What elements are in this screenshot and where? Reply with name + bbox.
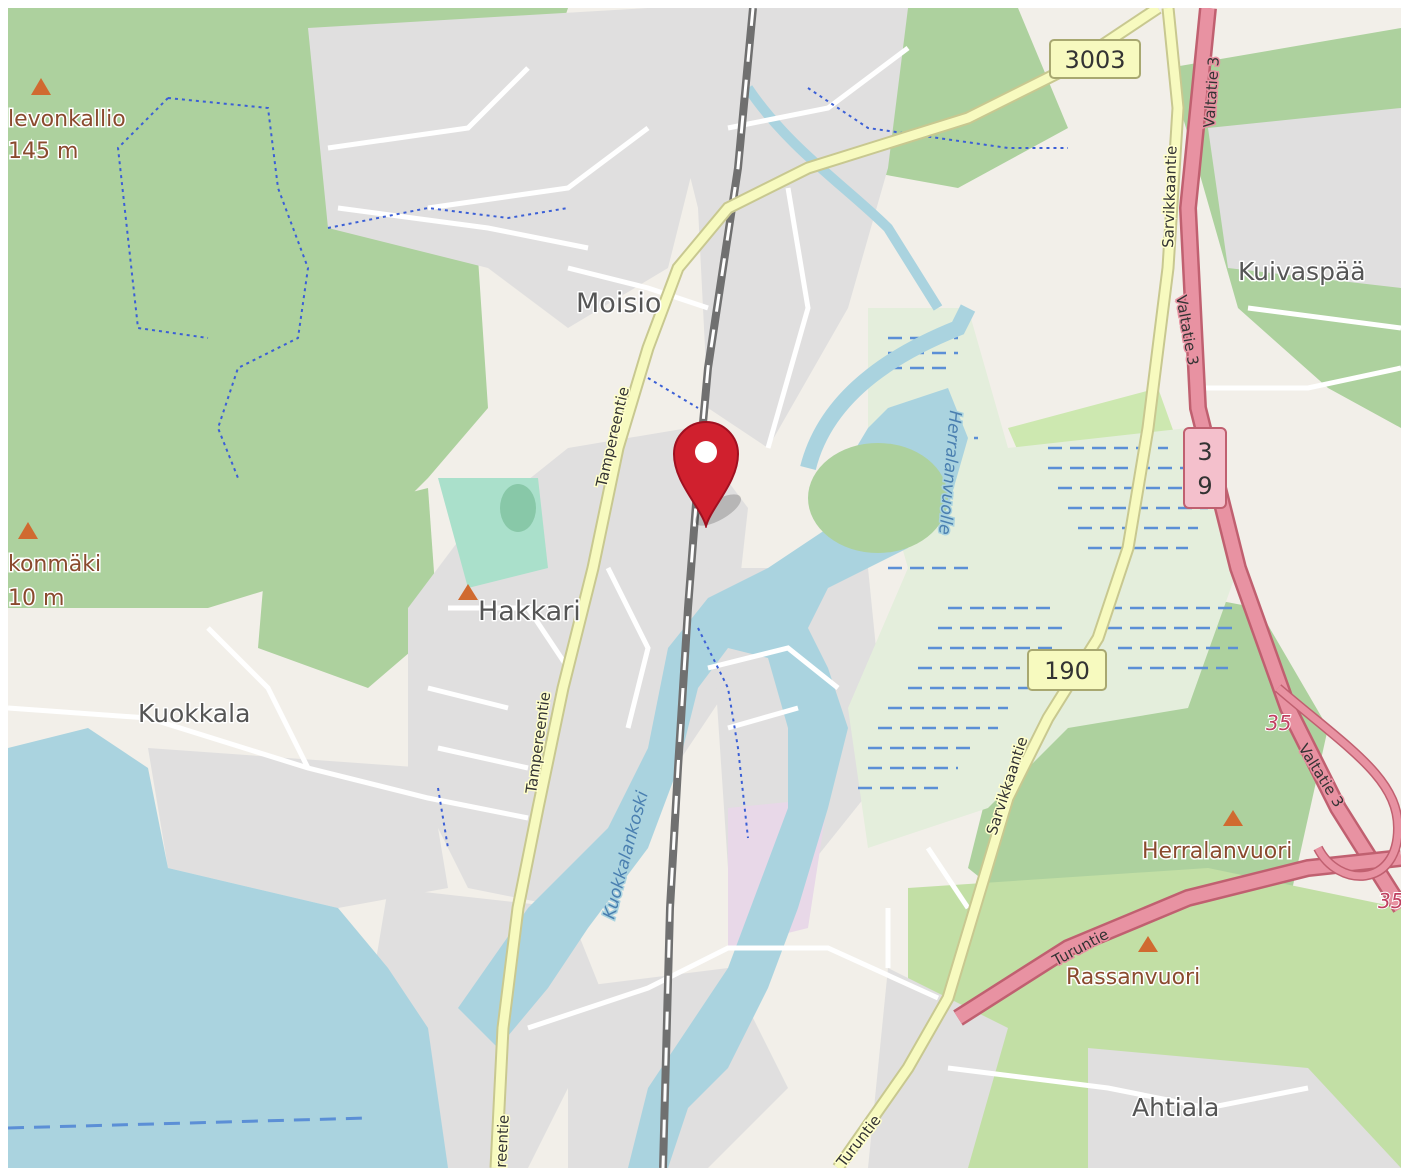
residential-ahtiala bbox=[1088, 1048, 1401, 1168]
road-shield-190: 190 bbox=[1027, 649, 1107, 691]
peak-icon bbox=[18, 522, 38, 539]
forest-area-southwest bbox=[258, 488, 438, 688]
place-label-ahtiala: Ahtiala bbox=[1132, 1093, 1219, 1122]
residential-kuokkala bbox=[148, 748, 448, 908]
peak-icon bbox=[458, 584, 478, 600]
place-label-kuivaspaa: Kuivaspää bbox=[1238, 257, 1366, 286]
place-label-kuokkala: Kuokkala bbox=[138, 699, 250, 728]
shield-190-label: 190 bbox=[1044, 657, 1090, 685]
shield-3003-label: 3003 bbox=[1064, 46, 1125, 74]
peak-icon bbox=[1138, 936, 1158, 952]
footpaths bbox=[116, 87, 1068, 849]
road-shield-3003: 3003 bbox=[1049, 39, 1141, 79]
peak-label-rassanvuori: Rassanvuori bbox=[1066, 965, 1200, 990]
river-north-branch bbox=[800, 304, 976, 471]
road-label-sarvikkaantie-north: Sarvikkaantie bbox=[1159, 145, 1181, 248]
residential-north bbox=[308, 8, 708, 328]
road-ref-35-east: 35 bbox=[1378, 889, 1401, 913]
map-canvas[interactable]: 3003 190 3 9 35 35 levonkallio 145 m kon… bbox=[8, 8, 1401, 1168]
peak-icon bbox=[1223, 810, 1243, 826]
peak-elev-konmaki: 10 m bbox=[8, 586, 64, 611]
peak-elev-ilevonkallio: 145 m bbox=[8, 139, 78, 164]
peak-icon bbox=[31, 78, 51, 95]
peak-label-ilevonkallio: levonkallio bbox=[8, 107, 126, 132]
ferry-route bbox=[8, 1116, 369, 1130]
map-tiles: 3003 190 3 9 35 35 levonkallio 145 m kon… bbox=[8, 8, 1401, 1168]
minor-roads bbox=[8, 46, 1401, 1111]
wetland-pattern bbox=[858, 336, 1238, 790]
lake bbox=[8, 728, 448, 1168]
place-label-moisio: Moisio bbox=[576, 288, 661, 319]
peak-label-konmaki: konmäki bbox=[8, 552, 101, 577]
peak-label-herralanvuori: Herralanvuori bbox=[1142, 839, 1292, 864]
road-ref-35: 35 bbox=[1266, 711, 1291, 735]
shield-39-bottom: 9 bbox=[1197, 472, 1212, 500]
road-label-tampereentie-bottom: reentie bbox=[492, 1114, 513, 1168]
motorways bbox=[953, 8, 1401, 1026]
place-label-hakkari: Hakkari bbox=[478, 596, 581, 627]
residential-kuivaspaa bbox=[1208, 108, 1401, 288]
running-track bbox=[500, 484, 536, 532]
road-shield-39: 3 9 bbox=[1183, 427, 1227, 509]
map-pin-icon[interactable] bbox=[670, 416, 742, 528]
island-forest bbox=[808, 443, 948, 553]
shield-39-top: 3 bbox=[1197, 438, 1212, 466]
